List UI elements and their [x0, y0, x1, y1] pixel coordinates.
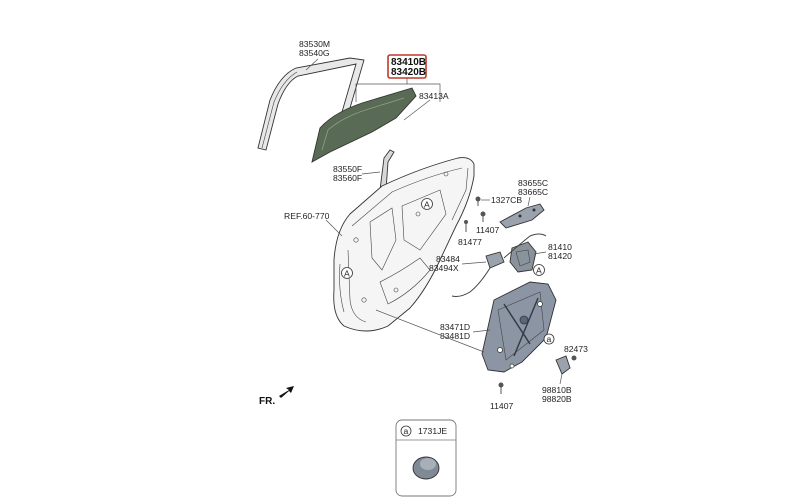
label-belt-molding-1: 83530M — [299, 39, 330, 49]
label-ref: REF.60-770 — [284, 211, 330, 221]
label-center-channel-1: 83550F — [333, 164, 362, 174]
label-center-channel-2: 83560F — [333, 173, 362, 183]
label-screw-top: 1327CB — [491, 195, 522, 205]
inset-box: a 1731JE — [395, 419, 457, 497]
bolt-upper-part — [480, 211, 486, 222]
motor-part — [555, 355, 571, 375]
front-direction-label: FR. — [259, 396, 275, 407]
label-grommet: 82473 — [564, 344, 588, 354]
grommet-part — [571, 355, 577, 361]
marker-small-a-regulator-text: a — [547, 334, 552, 344]
regulator-part — [481, 281, 557, 373]
label-glass-run: 83413A — [419, 91, 449, 101]
label-cable-2: 83494X — [429, 263, 459, 273]
marker-a-panel-lower — [341, 267, 353, 279]
door-inner-panel — [333, 157, 475, 332]
inset-badge: a — [404, 426, 409, 436]
label-bolt-upper: 11407 — [476, 225, 499, 235]
label-latch-2: 81420 — [548, 251, 572, 261]
label-bolt-lower: 11407 — [490, 401, 513, 411]
marker-a-latch — [533, 264, 545, 276]
latch-part — [509, 241, 537, 273]
handle-part — [499, 203, 545, 229]
label-door-glass-2: 83420B — [391, 67, 426, 78]
clip-part — [464, 220, 468, 232]
label-motor-1: 98810B — [542, 385, 572, 395]
label-regulator-2: 83481D — [440, 331, 470, 341]
label-belt-molding-2: 83540G — [299, 48, 330, 58]
marker-a-panel-lower-text: A — [344, 269, 350, 279]
marker-a-panel-text: A — [424, 200, 430, 210]
bolt-lower-part — [498, 382, 504, 394]
label-handle-1: 83655C — [518, 178, 548, 188]
label-door-glass-1: 83410B — [391, 57, 426, 68]
inset-part-no: 1731JE — [418, 426, 447, 436]
label-cable-1: 83484 — [436, 254, 460, 264]
cable-part — [451, 233, 547, 297]
label-latch-1: 81410 — [548, 242, 572, 252]
screw-top-part — [475, 196, 481, 206]
label-motor-2: 98820B — [542, 394, 572, 404]
door-glass-part — [311, 87, 417, 163]
label-handle-2: 83665C — [518, 187, 548, 197]
marker-small-a-regulator — [543, 333, 555, 345]
front-arrow-icon — [279, 386, 294, 398]
inset-badge-circle — [400, 425, 412, 437]
marker-a-latch-text: A — [536, 266, 542, 276]
plug-cap-part — [412, 456, 440, 480]
marker-a-panel — [421, 198, 433, 210]
label-regulator-1: 83471D — [440, 322, 470, 332]
label-clip: 81477 — [458, 237, 482, 247]
